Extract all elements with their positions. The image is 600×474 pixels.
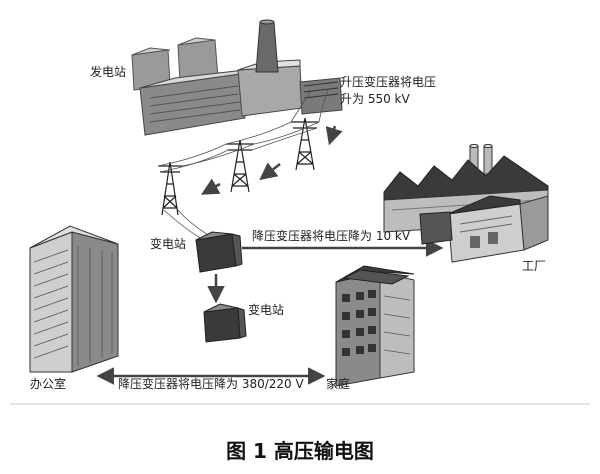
label-substation-1: 变电站 — [150, 236, 186, 251]
label-step-down-home: 降压变压器将电压降为 380/220 V — [118, 376, 304, 391]
transmission-towers — [157, 89, 329, 239]
label-substation-2: 变电站 — [248, 302, 284, 317]
label-office: 办公室 — [30, 376, 66, 391]
pylon-3 — [291, 117, 319, 171]
power-plant-illustration — [131, 19, 343, 136]
label-step-up: 升压变压器将电压 — [340, 74, 436, 89]
flow-arrows — [200, 125, 343, 195]
label-power-plant: 发电站 — [90, 64, 126, 79]
substation-2-illustration — [203, 303, 247, 343]
factory-illustration — [383, 144, 549, 263]
figure-caption: 图 1 高压输电图 — [226, 439, 374, 463]
home-building-illustration — [335, 265, 415, 387]
label-step-up-value: 升为 550 kV — [340, 92, 410, 106]
label-factory: 工厂 — [522, 259, 546, 273]
substation-1-illustration — [195, 231, 243, 273]
office-building-illustration — [29, 225, 119, 373]
label-step-down-factory: 降压变压器将电压降为 10 kV — [252, 228, 411, 243]
pylon-1 — [158, 161, 182, 216]
label-home: 家庭 — [326, 376, 350, 391]
pylon-2 — [226, 139, 254, 193]
